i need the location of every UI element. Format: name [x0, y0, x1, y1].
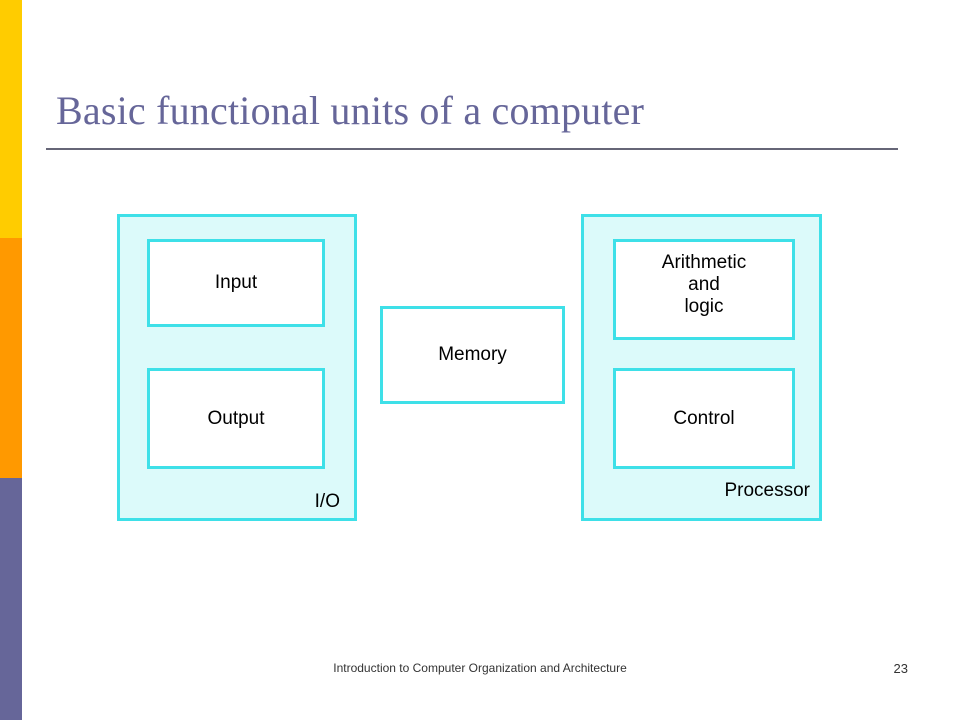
sidebar-band-purple: [0, 478, 22, 720]
alu-label-line-2: and: [688, 274, 720, 295]
page-title: Basic functional units of a computer: [56, 88, 645, 133]
alu-label-line-1: Arithmetic: [661, 252, 747, 273]
footer-course-title: Introduction to Computer Organization an…: [333, 661, 627, 675]
memory-unit-box: Memory: [380, 306, 565, 404]
processor-group-label: Processor: [724, 480, 810, 501]
output-unit-box: Output: [147, 368, 325, 469]
footer-page-number: 23: [893, 661, 908, 676]
title-underline-rule: [46, 148, 898, 150]
arithmetic-logic-unit-box: Arithmetic and logic: [613, 239, 795, 340]
sidebar-band-orange: [0, 238, 22, 478]
io-group-label: I/O: [314, 491, 340, 512]
control-unit-box: Control: [613, 368, 795, 469]
sidebar-band-yellow: [0, 0, 22, 238]
alu-label-line-3: logic: [684, 296, 724, 317]
input-unit-box: Input: [147, 239, 325, 327]
decorative-sidebar: [0, 0, 22, 720]
